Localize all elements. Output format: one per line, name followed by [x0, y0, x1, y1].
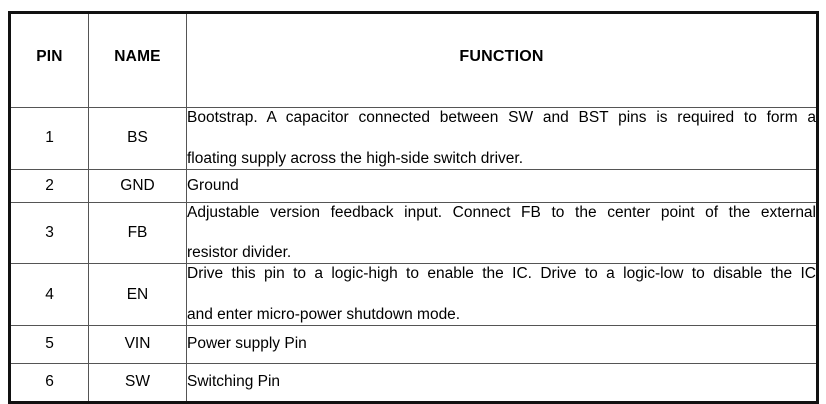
cell-function-4: Drive this pin to a logic-high to enable…	[186, 263, 818, 326]
cell-pin-3: 3	[9, 201, 89, 265]
function-text-line: resistor divider.	[187, 244, 292, 262]
function-text-line: Adjustable version feedback input. Conne…	[187, 204, 816, 221]
table-row: 2 GND Ground	[9, 169, 818, 203]
table-row: 5 VIN Power supply Pin	[9, 324, 818, 364]
column-header-pin: PIN	[9, 12, 89, 108]
table-row: 6 SW Switching Pin	[9, 362, 818, 403]
cell-function-2: Ground	[186, 169, 818, 203]
cell-name-1: BS	[88, 107, 187, 170]
cell-pin-2: 2	[9, 169, 89, 203]
function-text-line: and enter micro-power shutdown mode.	[187, 305, 461, 323]
table-header-row: PIN NAME FUNCTION	[9, 12, 818, 108]
column-header-function: FUNCTION	[186, 12, 818, 108]
cell-function-5: Power supply Pin	[186, 324, 818, 364]
function-text-line: Ground	[187, 176, 239, 194]
table-body: 1 BS Bootstrap. A capacitor connected be…	[9, 107, 818, 403]
table-header: PIN NAME FUNCTION	[9, 12, 818, 108]
cell-name-3: FB	[88, 201, 187, 265]
table-row: 1 BS Bootstrap. A capacitor connected be…	[9, 107, 818, 170]
cell-function-3: Adjustable version feedback input. Conne…	[186, 201, 818, 265]
cell-pin-1: 1	[9, 107, 89, 170]
function-text-line: Bootstrap. A capacitor connected between…	[187, 109, 816, 127]
cell-function-6: Switching Pin	[186, 362, 818, 403]
table-row: 3 FB Adjustable version feedback input. …	[9, 201, 818, 265]
pin-function-table: PIN NAME FUNCTION 1 BS Bootstrap. A capa…	[8, 11, 819, 404]
function-text-line: floating supply across the high-side swi…	[187, 149, 523, 167]
function-text-line: Switching Pin	[187, 373, 281, 391]
cell-function-1: Bootstrap. A capacitor connected between…	[186, 107, 818, 170]
column-header-name: NAME	[88, 12, 187, 108]
cell-name-6: SW	[88, 362, 187, 403]
cell-name-2: GND	[88, 169, 187, 203]
cell-name-5: VIN	[88, 324, 187, 364]
pin-function-table-container: PIN NAME FUNCTION 1 BS Bootstrap. A capa…	[8, 11, 819, 404]
table-row: 4 EN Drive this pin to a logic-high to e…	[9, 263, 818, 326]
function-text-line: Drive this pin to a logic-high to enable…	[187, 265, 816, 283]
function-text-line: Power supply Pin	[187, 335, 307, 353]
cell-pin-6: 6	[9, 362, 89, 403]
cell-name-4: EN	[88, 263, 187, 326]
cell-pin-4: 4	[9, 263, 89, 326]
cell-pin-5: 5	[9, 324, 89, 364]
